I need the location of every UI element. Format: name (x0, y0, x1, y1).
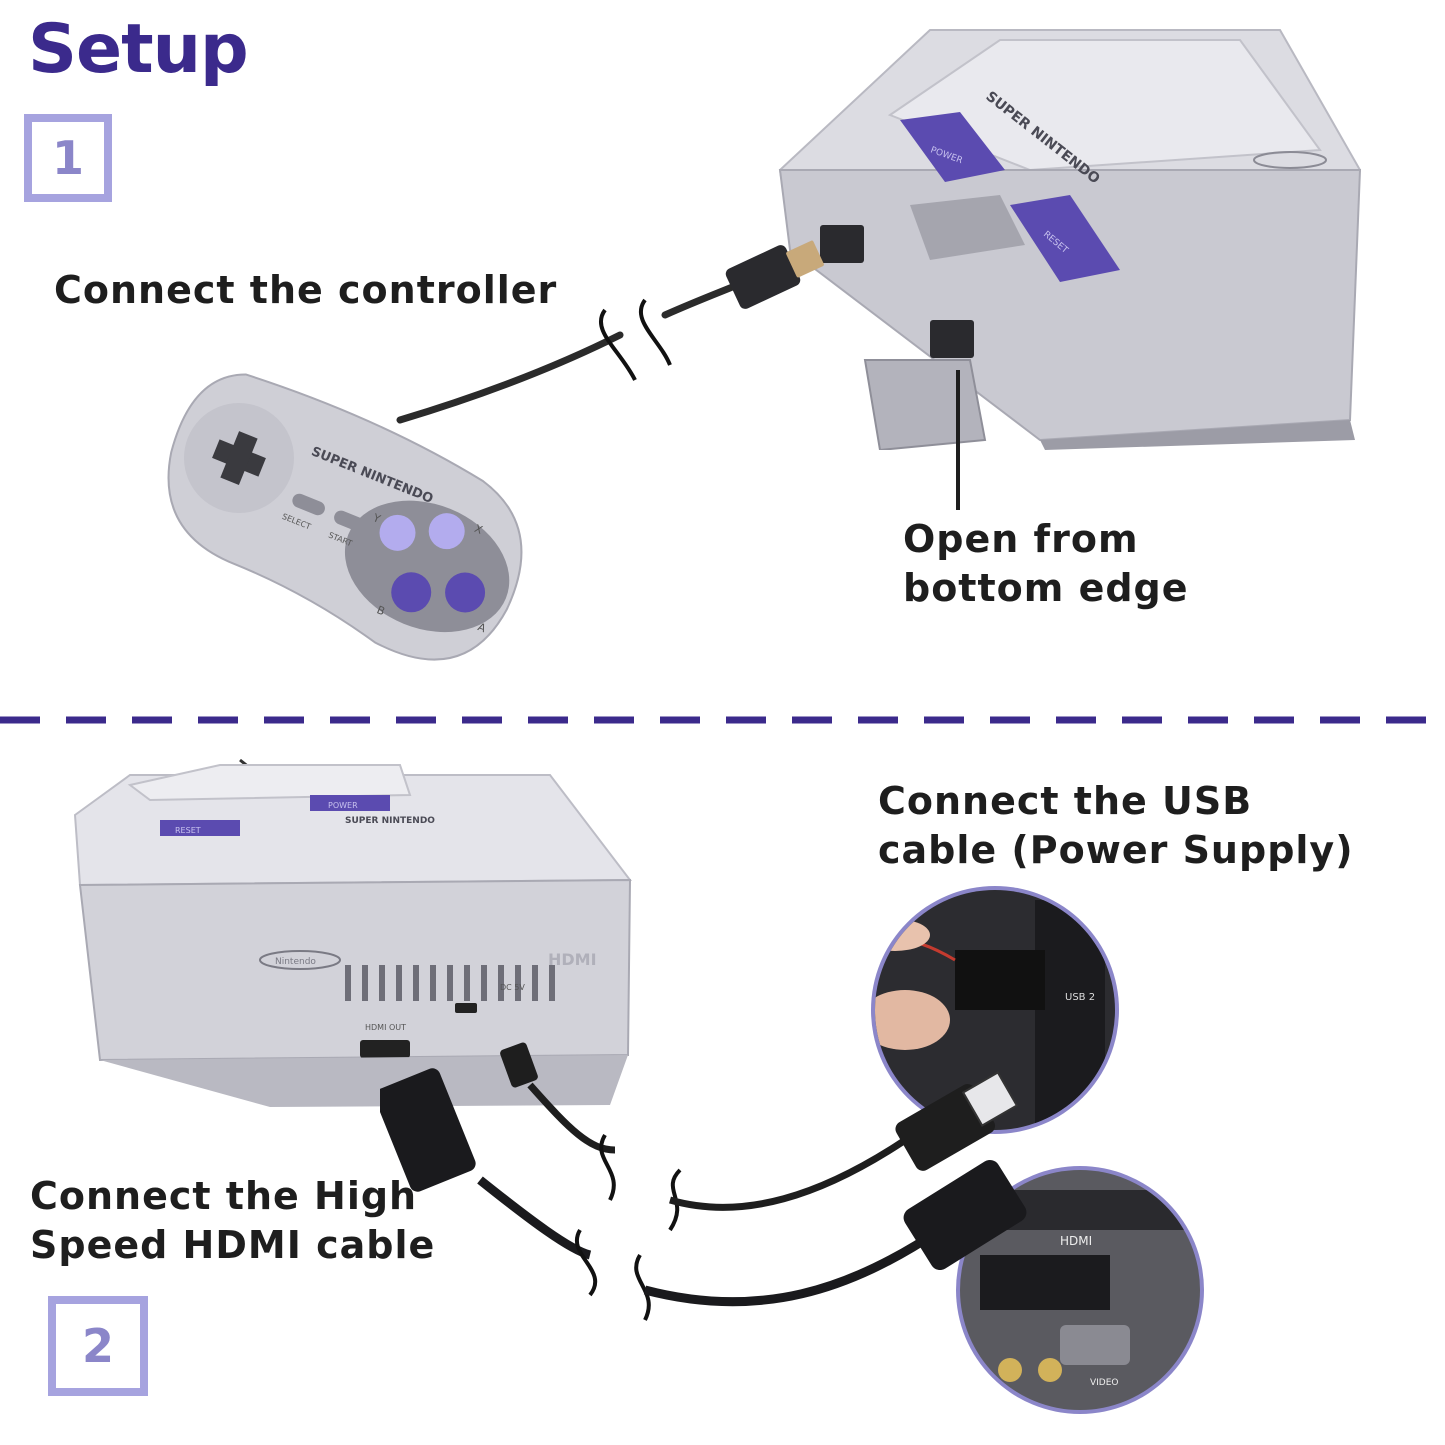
page-title: Setup (28, 10, 249, 89)
svg-text:POWER: POWER (328, 801, 358, 810)
controller-plug (725, 245, 801, 309)
reset-switch-2 (160, 820, 240, 836)
power-switch: POWER (900, 112, 1005, 182)
svg-text:DC 5V: DC 5V (500, 983, 525, 992)
start-button (334, 510, 367, 533)
caption-hdmi-line1: Connect the High (30, 1174, 418, 1218)
power-switch-2 (310, 795, 390, 811)
controller-cable (396, 240, 824, 424)
caption-usb-line1: Connect the USB (878, 779, 1253, 823)
caption-open-bottom-edge: Open from bottom edge (903, 515, 1189, 613)
svg-text:SUPER NINTENDO: SUPER NINTENDO (345, 816, 435, 826)
reset-switch: RESET (1010, 195, 1120, 282)
svg-text:HDMI: HDMI (1060, 1234, 1092, 1248)
caption-connect-usb: Connect the USB cable (Power Supply) (878, 777, 1354, 875)
caption-open-line2: bottom edge (903, 566, 1189, 610)
svg-text:B: B (375, 603, 387, 618)
pointer-line (956, 370, 960, 510)
snes-controller: Y X B A SELECT START SUPER NINTENDO (167, 373, 523, 661)
hdmi-inset-photo: HDMI VIDEO (956, 1166, 1204, 1414)
port-cover-flap (863, 359, 987, 450)
dc-port (455, 1003, 477, 1013)
console-top-illustration: POWER RESET SUPER NINTENDO (778, 29, 1362, 450)
caption-hdmi-line2: Speed HDMI cable (30, 1223, 436, 1267)
hdmi-out-port (360, 1040, 410, 1058)
section-divider (0, 716, 1445, 724)
select-button (292, 493, 325, 516)
controller-port-2 (930, 320, 974, 358)
svg-text:HDMI OUT: HDMI OUT (365, 1023, 406, 1032)
step-1-badge: 1 (24, 114, 112, 202)
controller-port-1 (820, 225, 864, 263)
micro-usb-plug (500, 1042, 538, 1088)
hdmi-plug-console (380, 1068, 476, 1192)
usb-hdmi-cables (380, 1042, 1027, 1321)
svg-text:Nintendo: Nintendo (275, 957, 316, 967)
caption-connect-controller: Connect the controller (54, 268, 558, 312)
b-button (391, 572, 432, 613)
hdmi-plug-tv (903, 1159, 1027, 1271)
caption-usb-line2: cable (Power Supply) (878, 828, 1354, 872)
caption-open-line1: Open from (903, 517, 1139, 561)
svg-text:USB 2: USB 2 (1065, 992, 1095, 1003)
console-bottom-illustration: RESET POWER SUPER NINTENDO Nintendo HDMI… (73, 758, 633, 1107)
x-button (428, 513, 465, 550)
caption-connect-hdmi: Connect the High Speed HDMI cable (30, 1172, 435, 1270)
step-2-badge: 2 (48, 1296, 148, 1396)
y-button (379, 514, 416, 551)
svg-text:RESET: RESET (175, 826, 201, 835)
a-button (445, 572, 486, 613)
hdmi-logo: HDMI (548, 950, 597, 969)
svg-text:VIDEO: VIDEO (1090, 1378, 1119, 1388)
